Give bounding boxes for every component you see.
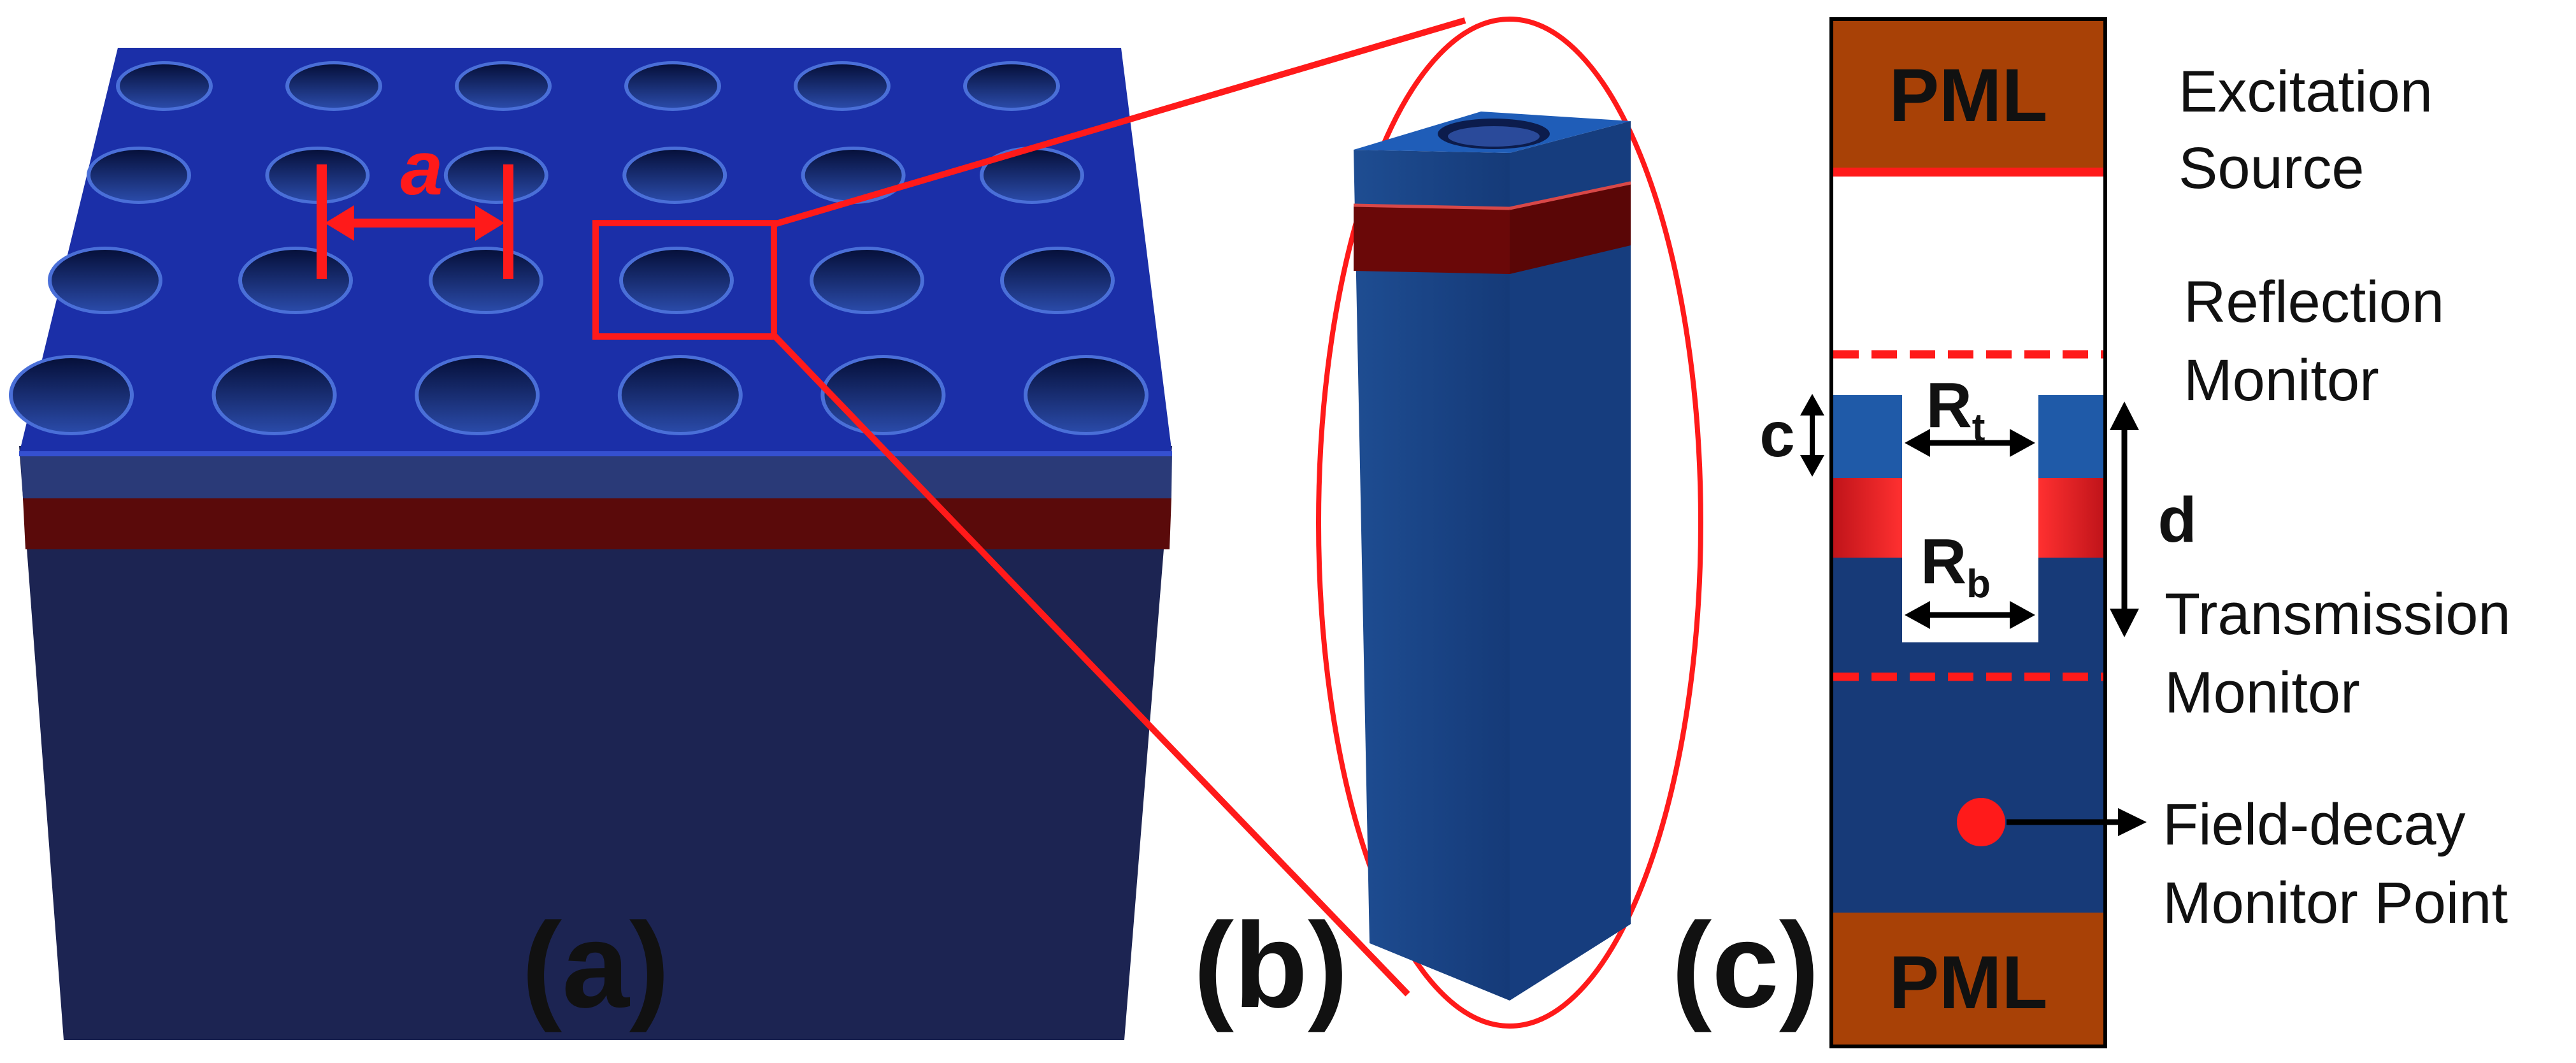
air-hole <box>52 250 159 311</box>
pml-top-label: PML <box>1889 54 2047 138</box>
absorber-left <box>1833 478 1902 558</box>
pml-top-region <box>1833 21 2103 168</box>
zoom-line-bottom <box>771 333 1410 997</box>
unit-cell-selection-box <box>592 220 777 340</box>
rb-arrow-head-right <box>2010 601 2035 629</box>
unit-cell-pillar <box>1353 112 1631 1001</box>
slab-cladding-layer <box>20 452 1172 498</box>
rb-subscript: b <box>1966 562 1991 606</box>
svg-text:Rb: Rb <box>1921 526 1991 606</box>
air-hole <box>628 64 717 108</box>
rb-label: R <box>1921 526 1966 597</box>
air-hole <box>626 150 724 201</box>
rb-arrow-head-left <box>1905 601 1930 629</box>
air-hole <box>805 150 902 201</box>
zoom-ellipse <box>1316 17 1703 1029</box>
panel-label-a: (a) <box>522 898 669 1033</box>
excitation-label-1: Excitation <box>2179 59 2433 124</box>
transmission-label-1: Transmission <box>2165 582 2511 647</box>
pillar-right-face <box>1510 121 1631 1001</box>
air-hole <box>419 358 536 432</box>
lattice-constant-marker: a <box>317 126 513 279</box>
air-hole <box>824 358 942 432</box>
zoom-line-top <box>773 17 1466 228</box>
panel-label-c: (c) <box>1671 898 1819 1033</box>
top-layer-right <box>2038 395 2103 478</box>
air-hole <box>447 150 545 201</box>
rt-arrow-head-right <box>2010 429 2035 457</box>
rt-subscript: t <box>1972 406 1986 450</box>
field-decay-point <box>1957 798 2005 846</box>
rt-arrow-head-left <box>1905 429 1930 457</box>
pillar-left-face <box>1354 150 1510 1001</box>
air-hole <box>798 64 887 108</box>
period-label: a <box>401 126 443 211</box>
reflection-label-2: Monitor <box>2184 348 2379 413</box>
air-hole <box>120 64 209 108</box>
air-hole <box>813 250 920 311</box>
pml-bottom-label: PML <box>1889 941 2047 1025</box>
rt-label: R <box>1926 370 1972 441</box>
air-hole <box>1004 250 1111 311</box>
air-hole <box>459 64 548 108</box>
svg-text:Rt: Rt <box>1926 370 1986 450</box>
air-hole <box>13 358 130 432</box>
panel-a-slab <box>9 48 1172 1040</box>
c-dimension: c <box>1759 394 1824 477</box>
field-decay-label-2: Monitor Point <box>2163 871 2508 936</box>
air-hole <box>215 358 333 432</box>
top-layer-left <box>1833 395 1902 478</box>
pml-bottom-region <box>1833 913 2103 1045</box>
d-label: d <box>2157 484 2196 556</box>
air-hole <box>1027 358 1145 432</box>
simulation-domain: PML PML <box>1829 17 2107 1048</box>
excitation-label-2: Source <box>2179 136 2365 201</box>
marker-arrow-head-left <box>325 205 354 241</box>
rb-dimension: Rb <box>1905 526 2035 629</box>
d-dimension: d <box>2110 401 2197 637</box>
air-hole <box>967 64 1056 108</box>
air-hole <box>242 250 349 311</box>
transmission-label-2: Monitor <box>2165 660 2360 725</box>
air-hole <box>623 250 730 311</box>
slab-front-face <box>19 446 1172 1040</box>
pillar-absorber-side <box>1510 182 1631 274</box>
field-decay-label-1: Field-decay <box>2163 792 2466 857</box>
air-hole-array <box>9 61 1148 435</box>
air-hole <box>433 250 540 311</box>
field-decay-pointer <box>2007 808 2147 836</box>
rt-dimension: Rt <box>1905 370 2035 457</box>
marker-arrow-head-right <box>475 205 504 241</box>
air-hole <box>621 358 739 432</box>
air-hole <box>289 64 378 108</box>
c-label: c <box>1759 399 1795 470</box>
air-hole <box>984 150 1080 201</box>
panel-label-b: (b) <box>1194 898 1349 1033</box>
pillar-absorber-front <box>1354 204 1510 274</box>
air-hole <box>90 150 187 201</box>
reflection-label-1: Reflection <box>2184 270 2444 335</box>
absorber-right <box>2038 478 2103 558</box>
slab-absorber-layer <box>23 498 1171 549</box>
